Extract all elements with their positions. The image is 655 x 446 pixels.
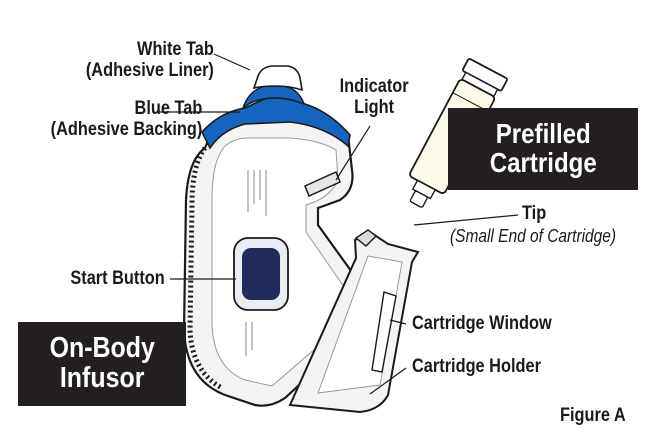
tip-label: Tip [522, 203, 546, 224]
device-print-lines [245, 170, 267, 356]
start-button-label: Start Button [70, 268, 165, 289]
cartridge-window [371, 291, 397, 373]
white-tab-label: White Tab (Adhesive Liner) [86, 39, 214, 81]
blue-tab-label: Blue Tab (Adhesive Backing) [50, 98, 202, 140]
tip-title: Tip [522, 203, 547, 224]
cartridge-window-label: Cartridge Window [412, 313, 552, 334]
prefilled-cartridge-line1: Prefilled [495, 118, 591, 150]
blue-tab-note: (Adhesive Backing) [50, 119, 202, 140]
indicator-light-line2: Light [354, 97, 395, 118]
prefilled-cartridge-line2: Cartridge [489, 147, 597, 178]
infusor-grip-edge [187, 146, 224, 391]
on-body-infusor-callout: On-Body Infusor [18, 322, 186, 406]
figure-label: Figure A [560, 405, 626, 426]
indicator-light-line1: Indicator [339, 76, 409, 97]
blue-tab-title: Blue Tab [134, 98, 202, 119]
cartridge-tip [409, 190, 428, 208]
white-tab [252, 65, 304, 92]
cartridge-holder-latch [354, 229, 378, 247]
cartridge-holder-label: Cartridge Holder [412, 356, 541, 377]
leader-indicator-light [335, 125, 371, 181]
on-body-infusor-line2: Infusor [59, 362, 145, 394]
leader-white-tab [213, 53, 251, 71]
leader-cartridge-window [389, 319, 407, 325]
prefilled-cartridge-callout: Prefilled Cartridge [448, 108, 638, 190]
leader-cartridge-holder [369, 367, 407, 395]
indicator-light-label: Indicator Light [340, 76, 409, 118]
leader-lines [156, 53, 519, 395]
on-body-infusor-line1: On-Body [49, 332, 155, 365]
start-button [242, 248, 280, 300]
white-tab-title: White Tab [137, 39, 214, 60]
indicator-light [304, 170, 341, 198]
white-tab-note: (Adhesive Liner) [85, 60, 214, 81]
tip-note: (Small End of Cartridge) [450, 226, 617, 246]
blue-tab [201, 94, 351, 150]
leader-tip [413, 214, 519, 226]
